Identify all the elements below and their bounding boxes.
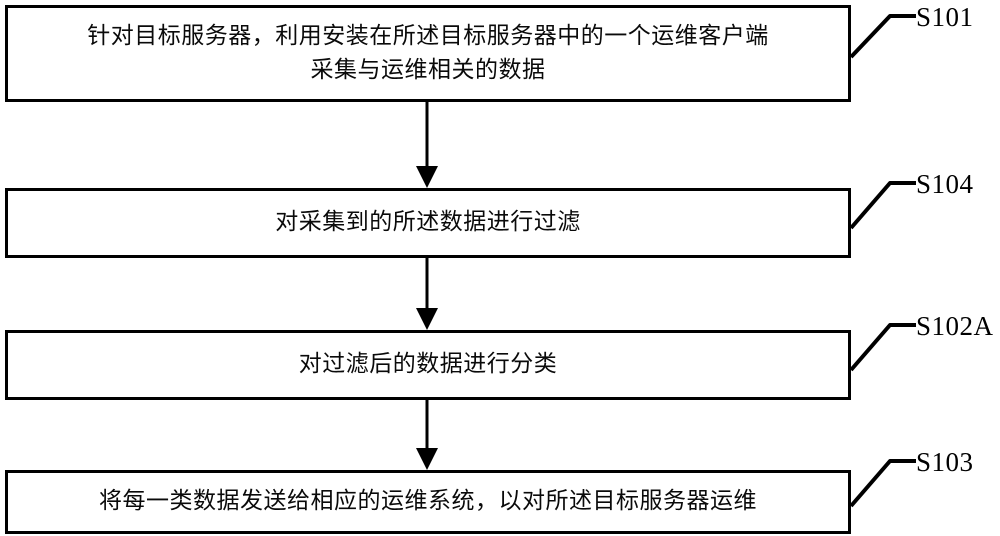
arrow-s101-to-s104 <box>416 102 438 188</box>
leader-line-s104 <box>849 181 916 230</box>
step-label-s102a: S102A <box>916 311 994 341</box>
flow-node-s102a[interactable]: 对过滤后的数据进行分类 <box>5 330 851 400</box>
flow-node-s101-text: 针对目标服务器，利用安装在所述目标服务器中的一个运维客户端 采集与运维相关的数据 <box>87 23 769 83</box>
step-label-s103: S103 <box>916 447 974 477</box>
step-label-s104: S104 <box>916 169 974 199</box>
flow-node-s103-text: 将每一类数据发送给相应的运维系统，以对所述目标服务器运维 <box>99 488 757 515</box>
arrow-s104-to-s102a <box>416 258 438 330</box>
leader-line-s101 <box>849 14 916 59</box>
flow-node-s102a-text: 对过滤后的数据进行分类 <box>298 351 558 378</box>
step-label-s101: S101 <box>916 2 974 32</box>
leader-line-s102a <box>849 323 916 372</box>
flow-node-s104[interactable]: 对采集到的所述数据进行过滤 <box>5 188 851 258</box>
flow-node-s103[interactable]: 将每一类数据发送给相应的运维系统，以对所述目标服务器运维 <box>5 470 851 534</box>
flow-node-s101[interactable]: 针对目标服务器，利用安装在所述目标服务器中的一个运维客户端 采集与运维相关的数据 <box>5 5 851 102</box>
arrow-s102a-to-s103 <box>416 400 438 470</box>
flow-node-s104-text: 对采集到的所述数据进行过滤 <box>275 209 581 236</box>
leader-line-s103 <box>849 459 916 508</box>
